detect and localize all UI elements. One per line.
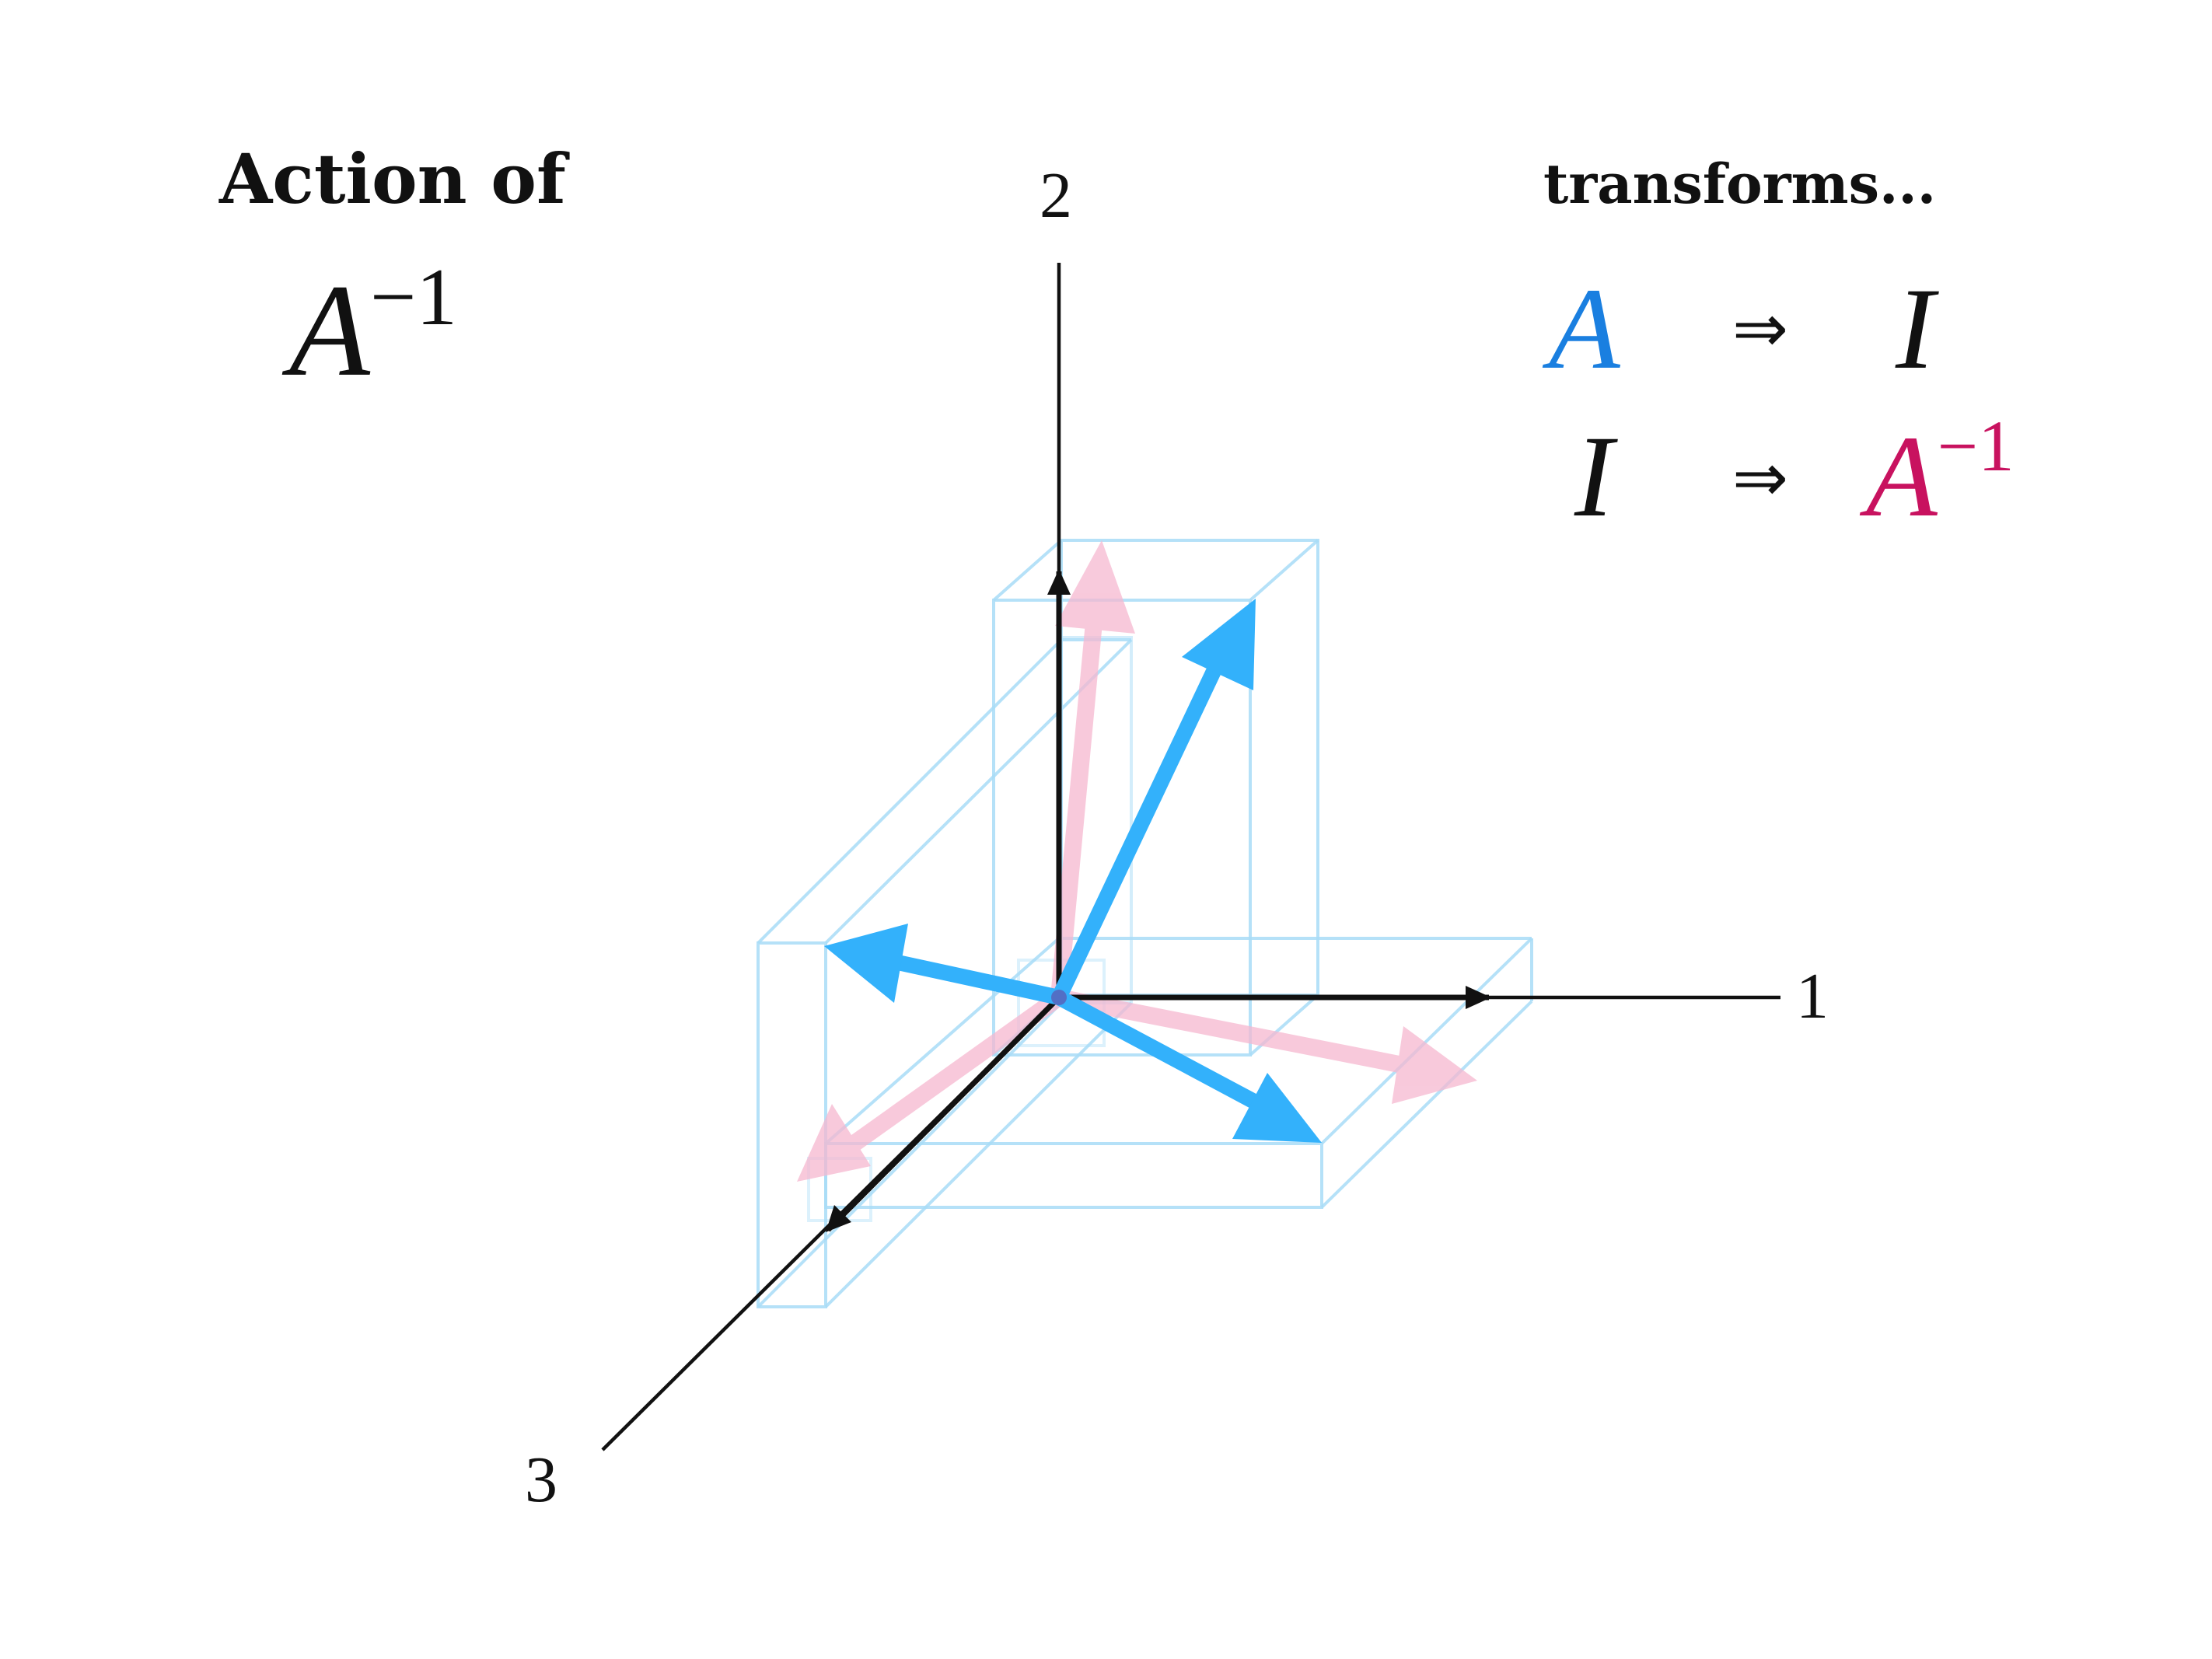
blue-vector-2 <box>1051 599 1256 1001</box>
pink-vector-3 <box>797 990 1064 1182</box>
pink-vector-1 <box>1057 989 1477 1104</box>
blue-vectors <box>824 599 1322 1143</box>
pink-vector-2 <box>1050 540 1135 999</box>
legend-row2-right: A−1 <box>1866 410 2015 535</box>
blue-vector-1 <box>1055 990 1322 1143</box>
legend-row1-left: A <box>1549 264 1620 393</box>
axis-label-1: 1 <box>1796 960 1829 1032</box>
legend-row2-left: I <box>1574 412 1613 541</box>
axis-3-basis-arrow <box>826 995 1061 1232</box>
box-wireframes <box>757 539 1533 1308</box>
legend-row2-right-symbol: A <box>1866 412 1938 541</box>
axis-2-arrowhead <box>1047 569 1071 595</box>
blue-vector-3 <box>824 924 1061 1005</box>
title-matrix-symbol: A <box>289 257 370 403</box>
axis-1-arrowhead <box>1466 986 1491 1009</box>
origin-point <box>1051 990 1067 1005</box>
legend-row1-right: I <box>1896 264 1934 393</box>
legend-heading: transforms... <box>1543 152 1937 216</box>
legend-row1-arrow: ⇒ <box>1732 290 1789 368</box>
pink-vectors <box>797 540 1477 1182</box>
legend-row2-arrow: ⇒ <box>1732 439 1789 517</box>
title-matrix-inverse: A−1 <box>289 255 457 396</box>
axis-label-2: 2 <box>1040 159 1072 232</box>
axis-3-arrowhead <box>826 1205 851 1232</box>
legend-row2-right-exponent: −1 <box>1937 407 2015 487</box>
axes <box>601 263 1780 1451</box>
title-matrix-exponent: −1 <box>369 250 457 342</box>
axis-label-3: 3 <box>525 1444 557 1516</box>
title-action-of: Action of <box>219 138 566 219</box>
